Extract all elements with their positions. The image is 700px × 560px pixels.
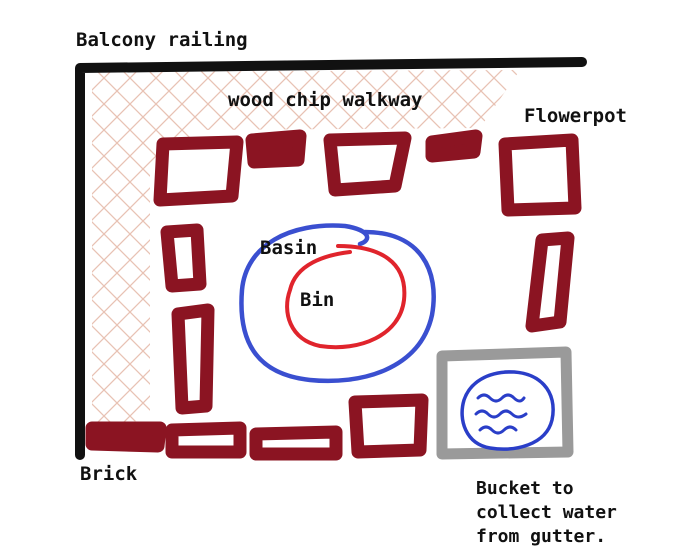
bin <box>285 244 407 350</box>
brick <box>348 393 429 459</box>
bucket <box>460 370 555 451</box>
label-flowerpot: Flowerpot <box>524 105 627 127</box>
brick <box>85 421 167 453</box>
balcony-railing <box>75 57 587 460</box>
label-brick: Brick <box>80 463 138 485</box>
brick <box>160 223 207 293</box>
brick <box>425 129 483 163</box>
label-bucket-line-3: from gutter. <box>476 526 606 547</box>
brick <box>165 421 247 459</box>
bucket-frame <box>436 346 574 460</box>
label-wood-chip-walkway: wood chip walkway <box>228 89 422 111</box>
brick <box>153 135 244 207</box>
label-balcony-railing: Balcony railing <box>76 29 248 51</box>
brick <box>245 129 307 169</box>
basin <box>239 223 436 384</box>
label-bucket-line-2: collect water <box>476 502 617 523</box>
flowerpot <box>498 133 582 217</box>
brick <box>525 231 575 333</box>
label-basin: Basin <box>260 237 317 259</box>
brick <box>171 303 215 415</box>
bricks-group <box>85 129 582 461</box>
label-bucket-line-1: Bucket to <box>476 478 574 499</box>
brick <box>249 425 343 461</box>
label-bin: Bin <box>300 289 334 311</box>
water-waves <box>474 393 528 435</box>
brick <box>323 131 412 197</box>
